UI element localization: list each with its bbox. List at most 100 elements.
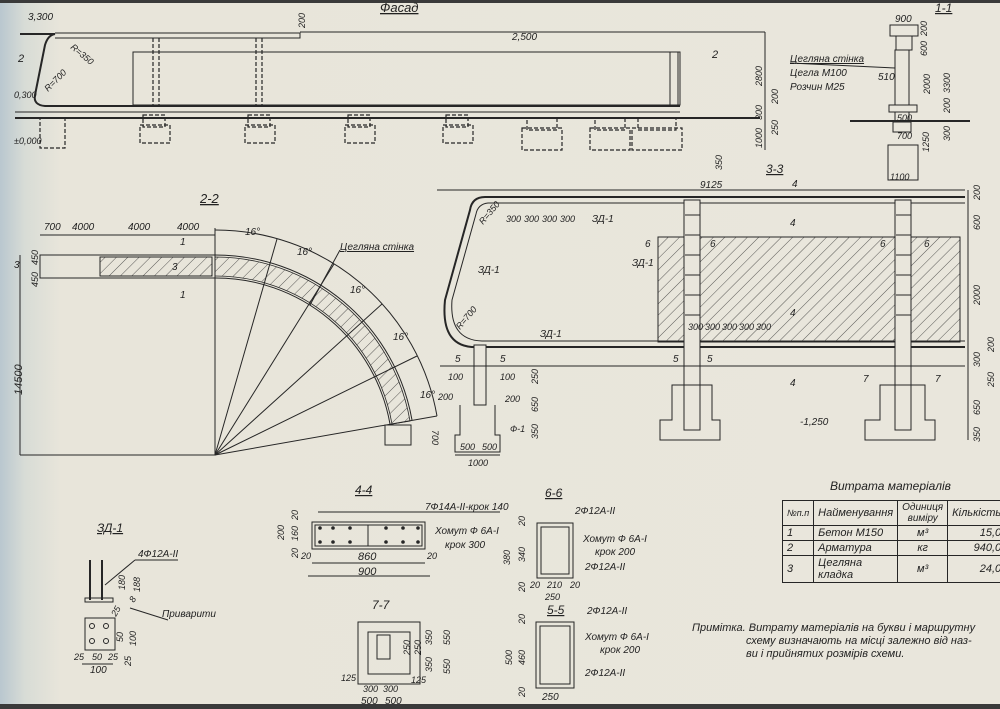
cut-mark-2-left: 2 <box>17 53 24 65</box>
dimension-label: Ф-1 <box>510 424 525 434</box>
drawing-line <box>318 526 322 530</box>
dimension-label: ЗД-1 <box>478 265 500 276</box>
facade-foundations <box>39 114 683 151</box>
drawing-line <box>442 124 474 144</box>
dimension-label: 460 <box>517 650 527 665</box>
dimension-label: 500 <box>897 113 912 123</box>
dimension-label: 2Ф12А-II <box>584 668 625 679</box>
dimension-label: 1 <box>180 237 186 248</box>
dimension-label: 340 <box>517 547 527 562</box>
drawing-line <box>384 424 412 446</box>
dimension-label: ЗД-1 <box>540 329 562 340</box>
dimension-label: 3 <box>172 262 178 273</box>
row-quantity: 24,0 <box>947 555 1000 583</box>
drawing-line <box>895 35 913 51</box>
section-3-3-title: 3-3 <box>766 162 784 176</box>
dimension-label: крок 200 <box>600 645 640 656</box>
dimension-label: 300 <box>972 352 982 367</box>
dimension-label: 20 <box>290 548 300 559</box>
drawing-line <box>84 617 116 651</box>
dimension-label: 4 <box>790 218 796 229</box>
drawing-line <box>214 303 383 456</box>
dimension-label: 250 <box>402 640 412 656</box>
dimension-label: Хомут Ф 6А-I <box>584 632 649 643</box>
dimension-label: 1100 <box>890 172 909 182</box>
dimension-label: 6 <box>645 239 651 250</box>
dimension-label: 350 <box>424 630 434 645</box>
facade-dimensions: 200 2800 200 300 250 1000 350 <box>297 13 780 170</box>
drawing-line <box>309 249 341 306</box>
dimension-label: 7 <box>935 374 941 385</box>
dimension-label: 5 <box>673 354 679 365</box>
dimension-label: 20 <box>517 614 527 625</box>
drawing-line <box>103 638 109 644</box>
drawing-line <box>214 355 418 456</box>
dimension-label: 1000 <box>468 458 488 468</box>
drawing-line <box>416 540 420 544</box>
dimension-label: 4 <box>790 308 796 319</box>
dimension-label: 350 <box>714 155 724 170</box>
drawing-line <box>540 526 570 575</box>
drawing-line <box>454 405 501 453</box>
drawing-line <box>637 117 677 131</box>
dimension-label: 2Ф12А-II <box>586 606 627 617</box>
facade-posts <box>152 38 263 105</box>
dimension-label: 100 <box>500 372 515 382</box>
drawing-line <box>331 526 335 530</box>
facade-rail-outline <box>20 33 680 107</box>
drawing-line <box>247 114 271 128</box>
dimension-label: 9125 <box>700 180 723 191</box>
dimension-label: 860 <box>358 551 377 563</box>
dimension-label: 350 <box>530 424 540 439</box>
elev-top: 3,300 <box>28 12 53 23</box>
dimension-label: крок 300 <box>445 540 485 551</box>
row-unit: м³ <box>897 555 949 583</box>
dimension-label: -1,250 <box>800 417 829 428</box>
dimension-label: 550 <box>442 630 452 645</box>
row-name: Арматура <box>813 540 899 556</box>
dimension-label: ЗД-1 <box>632 258 654 269</box>
dimension-label: 300 <box>756 322 771 332</box>
dimension-label: 4 <box>792 179 798 190</box>
rebar-4-4: 7Ф14А-II-крок 140 <box>425 502 509 513</box>
dimension-label: 125 <box>411 675 427 685</box>
dimension-label: 188 <box>132 577 142 592</box>
dimension-label: 20 <box>290 510 300 521</box>
drawing-line <box>142 114 166 128</box>
dimension-label: 16° <box>245 227 260 238</box>
drawing-line <box>539 625 571 685</box>
cut-mark-2-right: 2 <box>711 49 718 61</box>
table-header-row: №п.п Найменування Одиниця виміру Кількіс… <box>781 500 1000 526</box>
drawing-line <box>864 384 936 441</box>
dimension-label: 500 <box>361 696 378 707</box>
dimension-label: 350 <box>424 657 434 672</box>
dimension-label: 300 <box>560 214 575 224</box>
drawing-line <box>401 540 405 544</box>
elev-mid: 0,300 <box>14 90 37 100</box>
section-1-1-title: 1-1 <box>935 1 952 15</box>
drawing-line <box>401 526 405 530</box>
row-quantity: 15,0 <box>947 525 1000 541</box>
dimension-label: 20 <box>517 582 527 593</box>
dimension-label: 14500 <box>13 364 25 395</box>
drawing-line <box>103 623 109 629</box>
note-line-1: Витрату матеріалів на букви і маршрутну <box>748 622 976 634</box>
dimension-label: 200 <box>437 392 453 402</box>
row-quantity: 940,0 <box>947 540 1000 556</box>
row-name: Цегляна кладка <box>813 555 899 583</box>
dimension-label: 500 <box>385 696 402 707</box>
drawing-line <box>99 256 213 277</box>
dimension-label: 50 <box>92 652 102 662</box>
scan-edge-bottom <box>0 704 1000 709</box>
drawing-line <box>344 124 376 144</box>
drawing-line <box>214 254 413 425</box>
zd1-rebar: 4Ф12А-II <box>138 549 178 560</box>
drawing-line <box>631 127 683 151</box>
dimension-label: 200 <box>972 185 982 201</box>
drawing-line <box>445 114 469 128</box>
drawing-line <box>526 117 558 131</box>
facade-radius-700: R=700 <box>42 67 68 93</box>
dimension-label: 20 <box>300 551 311 561</box>
dimension-label: 5 <box>707 354 713 365</box>
